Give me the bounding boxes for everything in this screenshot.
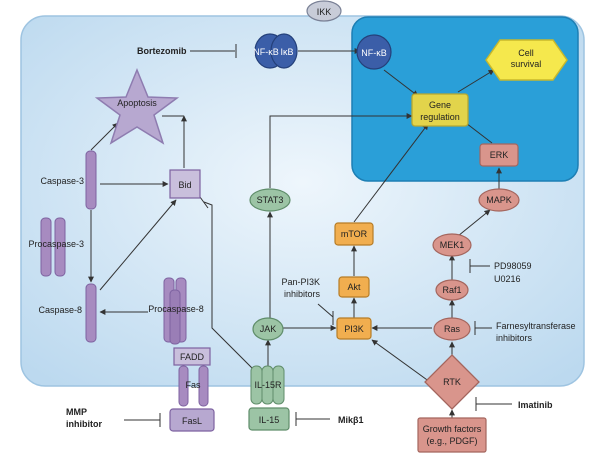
erk-box: [479, 143, 519, 167]
bid-label: Bid: [178, 180, 191, 190]
ras-label: Ras: [444, 324, 461, 334]
pi3k-box: [336, 317, 372, 340]
cell-survival-hexagon: [485, 39, 568, 81]
fadd-label: FADD: [180, 352, 205, 362]
caspase8-to-bid-arrow: [99, 199, 177, 291]
caspase3-to-apoptosis-arrow: [90, 122, 119, 151]
mtor-to-gene-arrow: [353, 123, 429, 223]
jak-label: JAK: [260, 324, 277, 334]
bortezomib-label: Bortezomib: [137, 46, 187, 56]
ras-node: [433, 317, 471, 341]
pi3k-label: PI3K: [344, 324, 364, 334]
procaspase3-shape: [40, 217, 66, 277]
rtk-to-pi3k-arrow: [371, 339, 431, 383]
akt-box: [338, 276, 370, 298]
nfkb-nuc-label: NF-κB: [361, 48, 387, 58]
il15r-receptor: [250, 365, 285, 405]
cell-survival-label-line2: survival: [511, 59, 542, 69]
mapk-label: MAPK: [486, 195, 512, 205]
cell-survival-label-line1: Cell: [518, 48, 534, 58]
caspase8-label: Caspase-8: [38, 305, 82, 315]
gene-regulation-box: [411, 93, 469, 127]
procaspase8-label: Procaspase-8: [148, 304, 204, 314]
pan-pi3k-label-line1: Pan-PI3K: [281, 277, 320, 287]
il15-box: [248, 407, 290, 431]
ikk-label: IKK: [317, 7, 332, 17]
mmp-inhibitor-label-line1: MMP: [66, 407, 87, 417]
nfkb-nuc-node: [356, 34, 392, 70]
fas-receptor: [178, 365, 209, 407]
rtk-label: RTK: [443, 377, 461, 387]
mikb1-label: Mikβ1: [338, 415, 364, 425]
il15-label: IL-15: [259, 415, 280, 425]
mek1-label: MEK1: [440, 240, 465, 250]
mek1-to-mapk-arrow: [457, 209, 491, 237]
raf1-node: [435, 279, 469, 301]
farnesyl-label-line1: Farnesyltransferase: [496, 321, 576, 331]
akt-label: Akt: [347, 282, 361, 292]
connections: [88, 44, 512, 427]
mek1-node: [432, 233, 472, 257]
fasl-box: [169, 408, 215, 432]
mapk-node: [478, 188, 520, 212]
stat3-label: STAT3: [257, 195, 284, 205]
fas-label: Fas: [185, 380, 201, 390]
caspase3-label: Caspase-3: [40, 176, 84, 186]
growth-factors-label-line2: (e.g., PDGF): [426, 436, 477, 446]
farnesyl-label-line2: inhibitors: [496, 333, 533, 343]
jak-node: [252, 317, 284, 341]
mtor-label: mTOR: [341, 229, 368, 239]
nfkb-to-gene-arrow: [383, 69, 419, 97]
ikk-node: [306, 0, 342, 22]
stat3-to-gene-arrow: [269, 113, 413, 188]
procaspase8-shape: [163, 277, 187, 345]
procaspase3-label: Procaspase-3: [28, 239, 84, 249]
gene-to-survival-arrow: [457, 69, 495, 93]
growth-factors-box: [417, 417, 487, 453]
il15r-inhibit-bid-bar: [199, 196, 209, 209]
caspase8-shape: [85, 283, 97, 343]
panpi3k-inhibit-line: [317, 303, 334, 318]
erk-label: ERK: [490, 150, 509, 160]
ikb-label: IκB: [280, 47, 293, 57]
apoptosis-star: [94, 68, 180, 145]
imatinib-label: Imatinib: [518, 400, 553, 410]
ikb-node: [270, 33, 298, 69]
fasl-label: FasL: [182, 416, 202, 426]
bid-box: [169, 169, 201, 199]
gene-regulation-label-line1: Gene: [429, 100, 451, 110]
growth-factors-label-line1: Growth factors: [423, 424, 482, 434]
pd98059-label: PD98059: [494, 261, 532, 271]
fadd-box: [173, 347, 211, 366]
pan-pi3k-label-line2: inhibitors: [284, 289, 321, 299]
rtk-diamond: [424, 354, 480, 410]
stat3-node: [249, 188, 291, 212]
il15r-label: IL-15R: [254, 380, 282, 390]
mtor-box: [334, 222, 374, 246]
nfkb-cyto-label: NF-κB: [253, 47, 279, 57]
il15r-inhibit-bid-line: [203, 201, 257, 373]
raf1-label: Raf1: [442, 285, 461, 295]
caspase3-shape: [85, 150, 97, 210]
mmp-inhibitor-label-line2: inhibitor: [66, 419, 102, 429]
gene-regulation-label-line2: regulation: [420, 112, 460, 122]
apoptosis-label: Apoptosis: [117, 98, 157, 108]
u0216-label: U0216: [494, 274, 521, 284]
